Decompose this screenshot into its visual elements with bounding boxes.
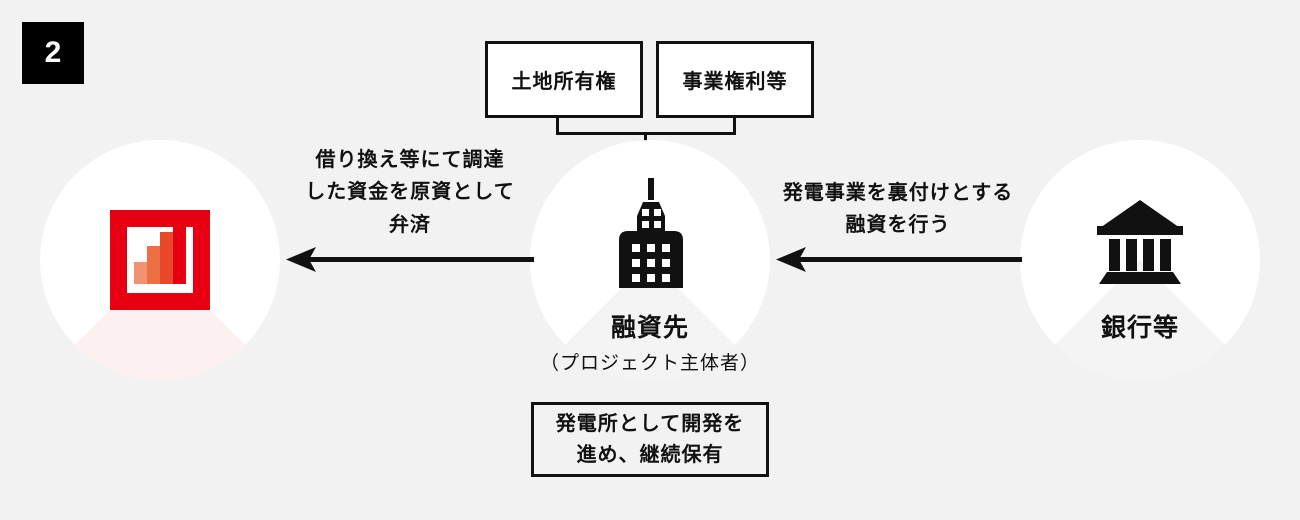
node-center: 融資先 （プロジェクト主体者） <box>530 140 770 380</box>
bank-icon <box>1095 198 1185 291</box>
bracket-right-riser <box>733 118 736 135</box>
bracket-stem <box>644 132 647 146</box>
arrow-right-to-center <box>776 247 1022 273</box>
bracket-left-riser <box>556 118 559 135</box>
node-center-label: 融資先 <box>610 314 689 342</box>
edge-caption-left: 借り換え等にて調達 した資金を原資として 弁済 <box>305 149 515 236</box>
top-box-business-rights-label: 事業権利等 <box>682 71 788 93</box>
top-box-land-ownership-label: 土地所有権 <box>511 71 617 93</box>
bottom-box-line-1: 発電所として開発を <box>555 412 745 435</box>
bar-chart-bar-2 <box>147 246 160 284</box>
node-left-content <box>40 140 280 380</box>
bar-chart-bar-4 <box>173 222 186 284</box>
node-right-content: 銀行等 <box>1020 140 1260 380</box>
node-left <box>40 140 280 380</box>
bracket-connector <box>556 118 746 146</box>
top-box-business-rights: 事業権利等 <box>656 41 814 118</box>
node-center-sublabel: （プロジェクト主体者） <box>539 353 760 374</box>
bottom-box-line-2: 進め、継続保有 <box>576 443 724 466</box>
node-right-label: 銀行等 <box>1100 314 1179 342</box>
step-number-text: 2 <box>44 36 62 69</box>
node-right: 銀行等 <box>1020 140 1260 380</box>
step-number-badge: 2 <box>22 22 84 84</box>
node-right-disc <box>1020 140 1260 380</box>
bottom-box-development: 発電所として開発を 進め、継続保有 <box>531 402 769 477</box>
office-building-icon <box>607 178 693 293</box>
bar-chart-icon-bars <box>134 222 186 284</box>
edge-caption-right: 発電事業を裏付けとする 融資を行う <box>782 182 1014 237</box>
bar-chart-bar-1 <box>134 262 147 284</box>
bar-chart-icon <box>110 210 210 310</box>
bar-chart-bar-3 <box>160 232 173 284</box>
node-center-content: 融資先 （プロジェクト主体者） <box>530 140 770 380</box>
bar-chart-icon-frame <box>110 210 210 310</box>
top-box-land-ownership: 土地所有権 <box>485 41 643 118</box>
arrow-center-to-left <box>286 247 534 273</box>
